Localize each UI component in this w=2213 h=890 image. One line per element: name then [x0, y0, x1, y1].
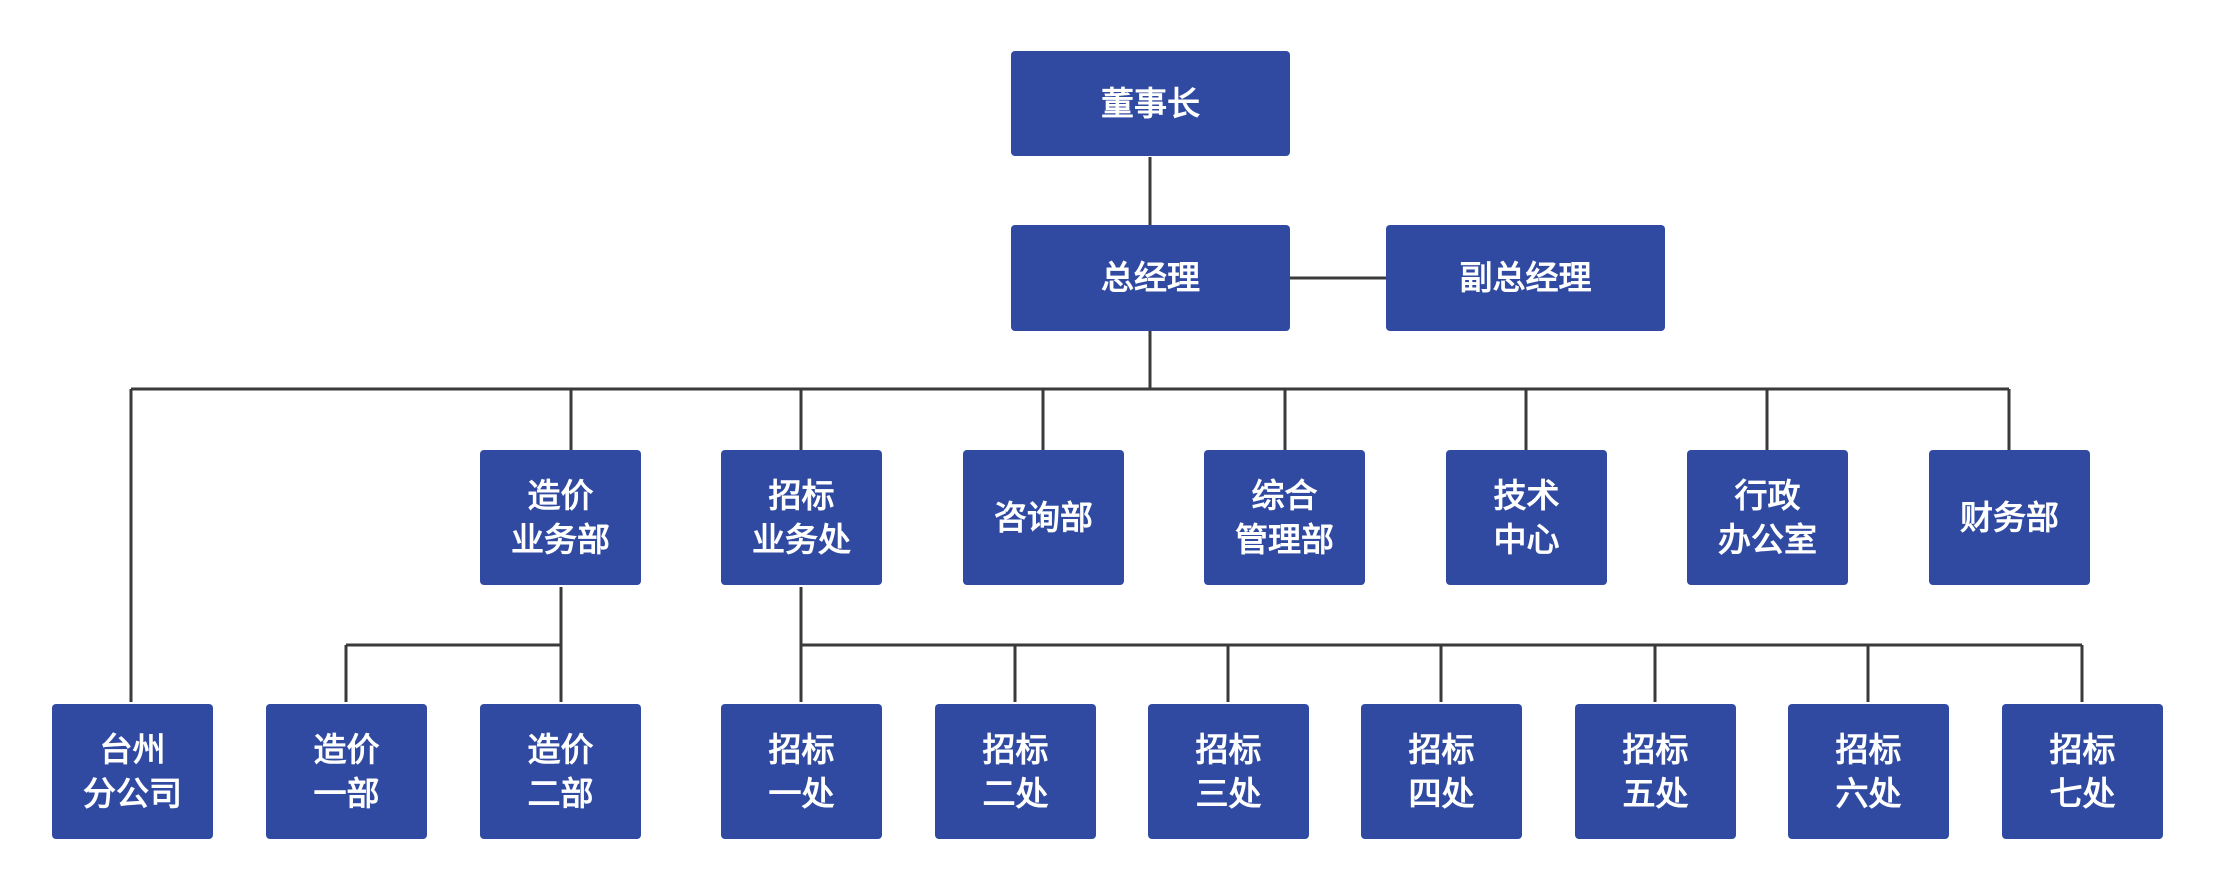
node-label: 台州分公司: [83, 729, 182, 813]
node-label: 招标六处: [1835, 729, 1902, 813]
node-label: 招标二处: [982, 729, 1049, 813]
node-bid-4: 招标四处: [1361, 704, 1522, 839]
node-label: 造价一部: [313, 729, 380, 813]
node-deputy-gm: 副总经理: [1386, 225, 1665, 331]
node-label: 招标四处: [1408, 729, 1475, 813]
node-dept-bidding: 招标业务处: [721, 450, 882, 585]
node-bid-5: 招标五处: [1575, 704, 1736, 839]
node-dept-admin-mgmt: 综合管理部: [1204, 450, 1365, 585]
node-bid-1: 招标一处: [721, 704, 882, 839]
node-label: 财务部: [1960, 497, 2059, 537]
node-label: 咨询部: [994, 497, 1093, 537]
node-bid-7: 招标七处: [2002, 704, 2163, 839]
node-label: 招标一处: [768, 729, 835, 813]
node-label: 行政办公室: [1718, 475, 1817, 559]
node-label: 综合管理部: [1235, 475, 1334, 559]
node-cost-1: 造价一部: [266, 704, 427, 839]
node-bid-6: 招标六处: [1788, 704, 1949, 839]
node-bid-2: 招标二处: [935, 704, 1096, 839]
node-label: 技术中心: [1493, 475, 1560, 559]
node-chairman: 董事长: [1011, 51, 1290, 156]
node-general-manager: 总经理: [1011, 225, 1290, 331]
node-label: 总经理: [1101, 258, 1200, 297]
node-dept-cost: 造价业务部: [480, 450, 641, 585]
node-dept-office: 行政办公室: [1687, 450, 1848, 585]
node-label: 董事长: [1101, 83, 1200, 123]
node-label: 造价二部: [527, 729, 594, 813]
node-taizhou-branch: 台州分公司: [52, 704, 213, 839]
node-cost-2: 造价二部: [480, 704, 641, 839]
node-label: 副总经理: [1459, 258, 1592, 297]
node-label: 招标五处: [1622, 729, 1689, 813]
node-label: 招标三处: [1195, 729, 1262, 813]
node-label: 造价业务部: [511, 475, 610, 559]
node-label: 招标七处: [2049, 729, 2116, 813]
node-bid-3: 招标三处: [1148, 704, 1309, 839]
node-dept-finance: 财务部: [1929, 450, 2090, 585]
node-label: 招标业务处: [752, 475, 851, 559]
node-dept-tech: 技术中心: [1446, 450, 1607, 585]
node-dept-consulting: 咨询部: [963, 450, 1124, 585]
